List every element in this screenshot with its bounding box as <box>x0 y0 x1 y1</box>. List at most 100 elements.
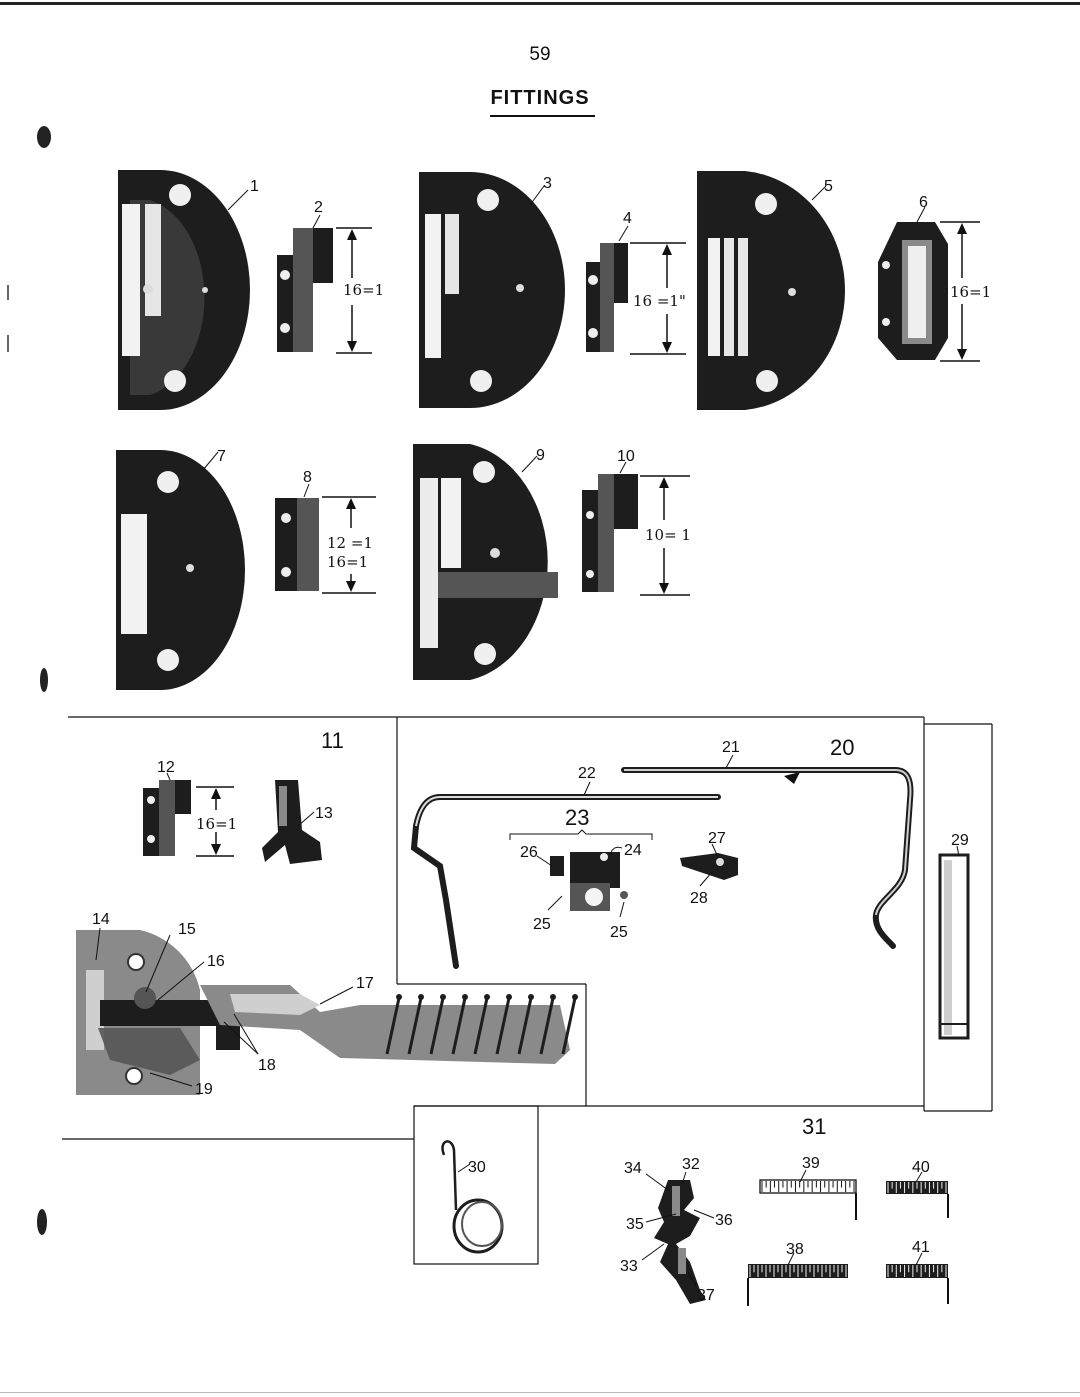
leader-29 <box>956 845 960 857</box>
label-9: 9 <box>536 447 545 464</box>
leader-7 <box>202 451 219 471</box>
label-23: 23 <box>565 805 589 830</box>
throat-plate-1 <box>118 170 250 410</box>
gauge-38 <box>747 1264 848 1306</box>
label-26: 26 <box>520 844 538 861</box>
leader-26 <box>536 855 553 867</box>
leader-15 <box>145 934 171 993</box>
leader-38 <box>787 1252 795 1266</box>
gauge-40 <box>886 1181 949 1218</box>
label-11: 11 <box>321 728 344 753</box>
clamp-block-23 <box>550 852 628 911</box>
measure-arrow-12 <box>196 786 234 857</box>
feed-dog-4 <box>586 243 628 352</box>
leader-36 <box>693 1209 715 1219</box>
label-21: 21 <box>722 739 740 756</box>
leader-6 <box>916 206 926 223</box>
guide-pin <box>407 997 423 1055</box>
measure-12: 16=1 <box>196 815 237 833</box>
label-18: 18 <box>258 1057 276 1074</box>
feed-dog-12 <box>143 780 191 856</box>
guide-pin-head <box>528 994 534 1000</box>
label-38: 38 <box>786 1241 804 1258</box>
leader-10 <box>619 461 627 474</box>
label-4: 4 <box>623 210 632 227</box>
label-17: 17 <box>356 975 374 992</box>
leader-27 <box>711 843 719 858</box>
title-underline <box>490 115 595 117</box>
leader-18a <box>223 1021 259 1055</box>
guide-pin-head <box>440 994 446 1000</box>
label-6: 6 <box>919 194 928 211</box>
leader-25a <box>547 895 563 911</box>
leader-24 <box>609 846 623 856</box>
guide-pin-head <box>418 994 424 1000</box>
guide-pin-head <box>396 994 402 1000</box>
guide-pin <box>473 997 489 1055</box>
measure-10: 10= 1 <box>645 526 691 544</box>
guide-pin-head <box>506 994 512 1000</box>
leader-16 <box>157 961 205 1001</box>
measure-arrow-2 <box>336 227 372 354</box>
label-40: 40 <box>912 1159 930 1176</box>
measure-arrow-8 <box>322 496 376 594</box>
guide-pin <box>539 997 555 1055</box>
leader-5 <box>811 185 827 201</box>
guide-rod-20 <box>621 767 914 949</box>
measure-arrow-6 <box>940 221 980 362</box>
label-30: 30 <box>468 1159 486 1176</box>
presser-foot-assembly-32 <box>654 1180 706 1304</box>
measure-8b: 16=1 <box>327 553 368 571</box>
label-36: 36 <box>715 1212 733 1229</box>
hemmer-assembly <box>76 930 570 1095</box>
leader-1 <box>227 189 249 211</box>
label-19: 19 <box>195 1081 213 1098</box>
guide-pin <box>495 997 511 1055</box>
label-37: 37 <box>697 1287 715 1304</box>
label-7: 7 <box>217 448 226 465</box>
label-14: 14 <box>92 911 110 928</box>
part-27-28 <box>680 853 738 880</box>
label-24: 24 <box>624 842 642 859</box>
guide-rod-22 <box>410 794 721 969</box>
leader-2 <box>312 214 321 229</box>
leader-21 <box>725 754 734 769</box>
leader-12 <box>166 772 171 781</box>
bottom-rule <box>0 1392 1080 1393</box>
leader-18b <box>233 1013 259 1055</box>
leader-37 <box>687 1271 697 1287</box>
throat-plate-5 <box>697 171 845 410</box>
gauge-39 <box>759 1179 857 1220</box>
feed-dog-2 <box>277 228 333 352</box>
label-20: 20 <box>830 735 854 760</box>
label-22: 22 <box>578 765 596 782</box>
guide-pin-head <box>572 994 578 1000</box>
hemmer-guide-pins <box>385 994 578 1055</box>
page-title: FITTINGS <box>490 87 590 109</box>
label-33: 33 <box>620 1258 638 1275</box>
label-25a: 25 <box>533 916 551 933</box>
label-12: 12 <box>157 759 175 776</box>
bracket-23 <box>509 829 653 840</box>
guide-pin-head <box>484 994 490 1000</box>
measure-arrow-10 <box>640 475 690 596</box>
page-number: 59 <box>529 44 551 65</box>
feed-dog-8 <box>275 498 319 591</box>
guide-pin-head <box>462 994 468 1000</box>
guide-pin-head <box>550 994 556 1000</box>
label-10: 10 <box>617 448 635 465</box>
guide-pin <box>385 997 401 1055</box>
tube-29 <box>938 853 970 1040</box>
measure-6: 16=1 <box>950 283 991 301</box>
throat-plate-7 <box>116 450 245 690</box>
label-29: 29 <box>951 832 969 849</box>
label-16: 16 <box>207 953 225 970</box>
gauge-41 <box>886 1264 949 1304</box>
leader-14 <box>95 927 101 961</box>
label-39: 39 <box>802 1155 820 1172</box>
label-2: 2 <box>314 199 323 216</box>
leader-35 <box>645 1213 677 1223</box>
label-8: 8 <box>303 469 312 486</box>
leader-3 <box>529 185 545 206</box>
